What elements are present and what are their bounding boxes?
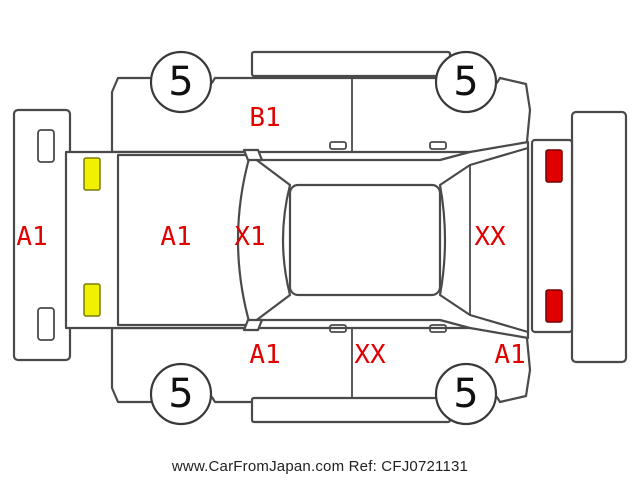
wheel-front-right: 5 bbox=[149, 362, 213, 426]
bottom-sill-strip bbox=[250, 396, 452, 424]
code-bottom-front-door: A1 bbox=[249, 340, 280, 370]
code-rear-window: XX bbox=[474, 222, 506, 252]
rear-left-lamp bbox=[545, 149, 563, 183]
rear-lamp-housing bbox=[530, 138, 574, 334]
wheel-front-right-grade: 5 bbox=[168, 371, 193, 417]
front-right-lamp bbox=[83, 283, 101, 317]
front-left-lamp bbox=[83, 157, 101, 191]
left-mirror bbox=[242, 148, 264, 162]
wheel-rear-left: 5 bbox=[434, 50, 498, 114]
code-bottom-rear-quarter: A1 bbox=[494, 340, 525, 370]
top-sill-strip bbox=[250, 50, 452, 78]
right-mirror bbox=[242, 318, 264, 332]
wheel-front-left: 5 bbox=[149, 50, 213, 114]
code-top-front-door: B1 bbox=[249, 103, 280, 133]
wheel-front-left-grade: 5 bbox=[168, 59, 193, 105]
wheel-rear-right-grade: 5 bbox=[453, 371, 478, 417]
car-body-top-view bbox=[64, 140, 530, 340]
code-hood: A1 bbox=[160, 222, 191, 252]
code-front-bumper: A1 bbox=[16, 222, 47, 252]
wheel-rear-left-grade: 5 bbox=[453, 59, 478, 105]
rear-bumper bbox=[570, 110, 628, 364]
footer-reference: www.CarFromJapan.com Ref: CFJ0721131 bbox=[171, 458, 469, 475]
rear-window bbox=[438, 146, 530, 334]
wheel-rear-right: 5 bbox=[434, 362, 498, 426]
rear-right-lamp bbox=[545, 289, 563, 323]
code-bottom-rear-door: XX bbox=[354, 340, 386, 370]
roof bbox=[288, 183, 442, 297]
code-windshield: X1 bbox=[234, 222, 265, 252]
